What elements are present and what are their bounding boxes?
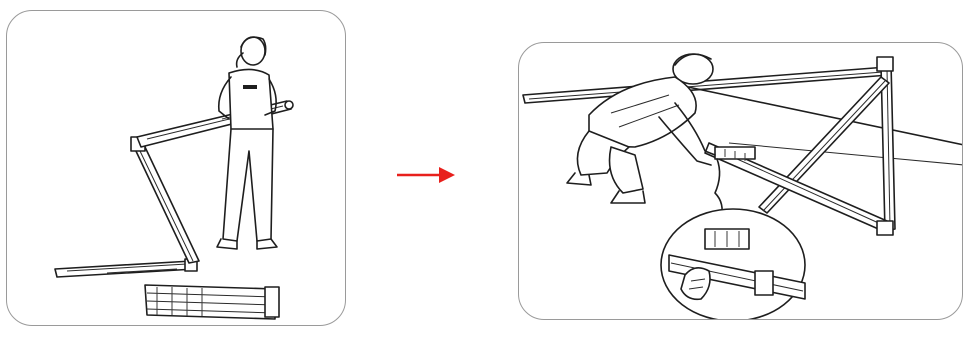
folded-beam-on-ground (55, 259, 197, 277)
hinged-beam-upright (131, 137, 199, 263)
person-figure (217, 37, 277, 249)
step-after-panel (518, 42, 963, 320)
step-before-panel (6, 10, 346, 326)
unfolding-frame-illustration (7, 11, 346, 326)
stacked-frame-sections (145, 285, 279, 319)
arrow-right-icon (393, 162, 457, 188)
joint-detail-callout (661, 209, 805, 320)
assembling-frame-illustration (519, 43, 963, 320)
crouching-person-figure (567, 54, 722, 219)
